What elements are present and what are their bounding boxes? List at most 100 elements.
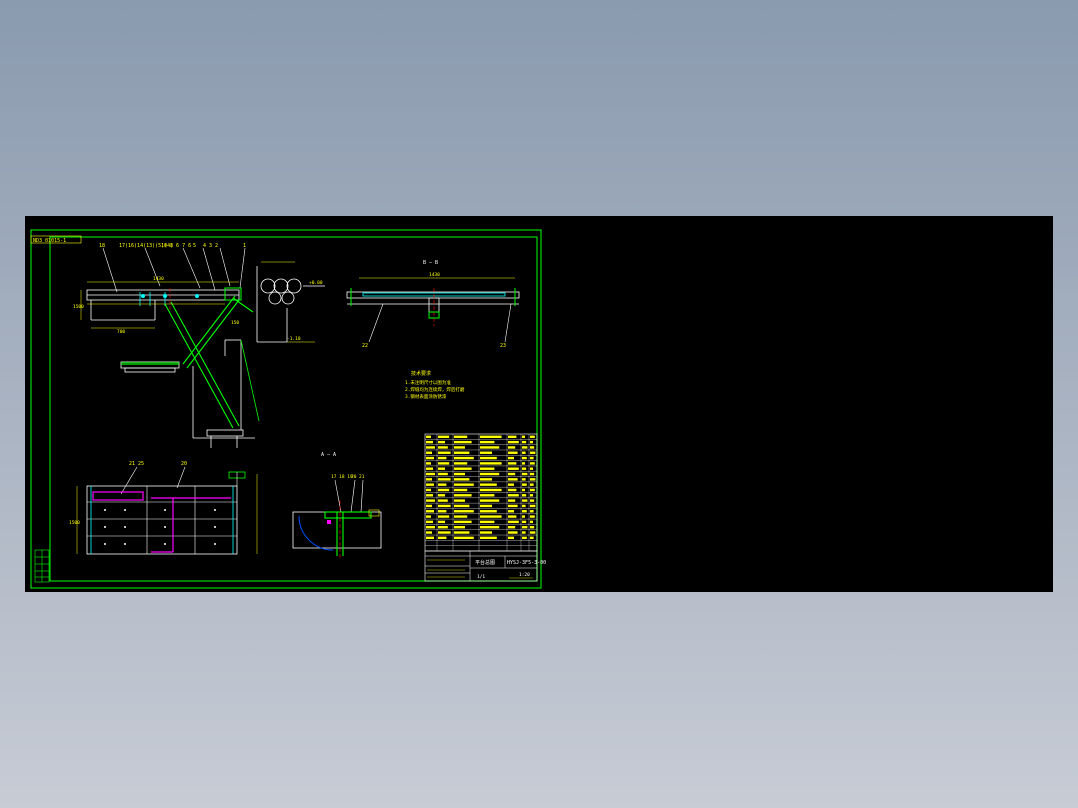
- binding-strip: [34, 549, 50, 583]
- parts-cell-text: [454, 451, 470, 454]
- parts-cell-text: [438, 520, 445, 524]
- parts-cell-text: [508, 478, 518, 481]
- parts-cell-text: [508, 472, 516, 476]
- parts-cell-text: [522, 536, 527, 540]
- parts-cell-text: [522, 451, 526, 454]
- parts-cell-text: [480, 510, 497, 513]
- section-bb-right-label: 23: [500, 343, 506, 349]
- parts-cell-text: [522, 515, 525, 518]
- parts-cell-text: [508, 504, 518, 508]
- parts-cell-text: [480, 451, 492, 454]
- parts-cell-text: [438, 435, 450, 438]
- parts-cell-text: [522, 462, 525, 465]
- parts-cell-text: [438, 462, 450, 465]
- parts-cell-text: [522, 520, 527, 524]
- parts-cell-text: [508, 483, 514, 486]
- section-bb-title: B — B: [423, 260, 438, 266]
- parts-cell-text: [454, 536, 474, 540]
- balloon-3: 5: [193, 243, 196, 249]
- parts-cell-text: [508, 494, 519, 497]
- parts-cell-text: [530, 456, 534, 460]
- parts-cell-text: [454, 456, 474, 460]
- parts-cell-text: [530, 526, 535, 529]
- parts-cell-text: [522, 494, 527, 497]
- parts-cell-text: [508, 531, 518, 534]
- header-code-box: [30, 235, 82, 244]
- parts-cell-text: [480, 483, 497, 486]
- parts-cell-text: [480, 494, 495, 497]
- parts-cell-text: [480, 488, 502, 492]
- parts-cell-text: [530, 536, 534, 540]
- parts-cell-text: [438, 510, 447, 513]
- parts-cell-text: [522, 467, 527, 470]
- parts-cell-text: [530, 494, 533, 497]
- dim-left: 1500: [73, 304, 84, 310]
- section-aa-title: A — A: [321, 452, 336, 458]
- parts-cell-text: [426, 494, 433, 497]
- parts-cell-text: [530, 531, 536, 534]
- cad-drawing: ND3 01015-1 18 17(16)14(13)(5)(4) 10 8 6…: [30, 229, 546, 589]
- title-sheet: 1/1: [477, 574, 485, 580]
- parts-cell-text: [454, 446, 465, 449]
- parts-cell-text: [426, 488, 431, 492]
- title-drawing-no: HYSJ-3F5-3-00: [507, 560, 546, 566]
- parts-cell-text: [522, 456, 527, 460]
- parts-cell-text: [438, 536, 447, 540]
- parts-cell-text: [454, 526, 465, 529]
- parts-cell-text: [480, 440, 495, 444]
- parts-cell-text: [426, 472, 435, 476]
- parts-cell-text: [522, 446, 528, 449]
- parts-cell-text: [480, 531, 492, 534]
- parts-cell-text: [454, 510, 474, 513]
- parts-cell-text: [438, 451, 451, 454]
- parts-cell-text: [454, 440, 472, 444]
- parts-cell-text: [438, 504, 451, 508]
- parts-cell-text: [522, 504, 526, 508]
- parts-cell-text: [426, 499, 435, 502]
- parts-cell-text: [508, 520, 519, 524]
- parts-cell-text: [530, 472, 535, 476]
- parts-cell-text: [454, 531, 470, 534]
- parts-cell-text: [480, 446, 500, 449]
- parts-cell-text: [426, 510, 434, 513]
- parts-cell-text: [454, 499, 465, 502]
- parts-cell-text: [508, 515, 517, 518]
- parts-cell-text: [426, 478, 432, 481]
- parts-cell-text: [508, 435, 517, 438]
- parts-cell-text: [438, 526, 448, 529]
- parts-cell-text: [438, 467, 445, 470]
- parts-cell-text: [454, 462, 468, 465]
- parts-cell-text: [454, 472, 465, 476]
- parts-cell-text: [480, 472, 500, 476]
- parts-cell-text: [508, 536, 514, 540]
- balloon-5: 1: [243, 243, 246, 249]
- parts-cell-text: [454, 520, 472, 524]
- parts-cell-text: [426, 462, 431, 465]
- parts-cell-text: [480, 462, 502, 465]
- parts-cell-text: [454, 435, 468, 438]
- parts-cell-text: [508, 510, 514, 513]
- balloon-0: 18: [99, 243, 105, 249]
- dim-sub1: 700: [117, 329, 125, 335]
- parts-cell-text: [508, 462, 517, 465]
- parts-cell-text: [438, 440, 445, 444]
- balloon-1: 17(16)14(13)(5)(4): [119, 243, 173, 249]
- parts-cell-text: [530, 478, 536, 481]
- parts-cell-text: [438, 446, 448, 449]
- parts-cell-text: [530, 488, 535, 492]
- parts-cell-text: [426, 515, 431, 518]
- cad-viewport[interactable]: ND3 01015-1 18 17(16)14(13)(5)(4) 10 8 6…: [25, 216, 1053, 592]
- parts-cell-text: [426, 467, 433, 470]
- parts-cell-text: [508, 526, 516, 529]
- parts-cell-text: [438, 515, 450, 518]
- parts-cell-text: [530, 483, 534, 486]
- parts-cell-text: [438, 531, 451, 534]
- parts-cell-text: [454, 494, 472, 497]
- dim-sub2: 150: [231, 320, 239, 326]
- parts-cell-text: [530, 510, 534, 513]
- parts-cell-text: [530, 504, 536, 508]
- parts-cell-text: [426, 446, 435, 449]
- parts-cell-text: [426, 435, 431, 438]
- parts-cell-text: [454, 467, 472, 470]
- parts-cell-text: [438, 478, 451, 481]
